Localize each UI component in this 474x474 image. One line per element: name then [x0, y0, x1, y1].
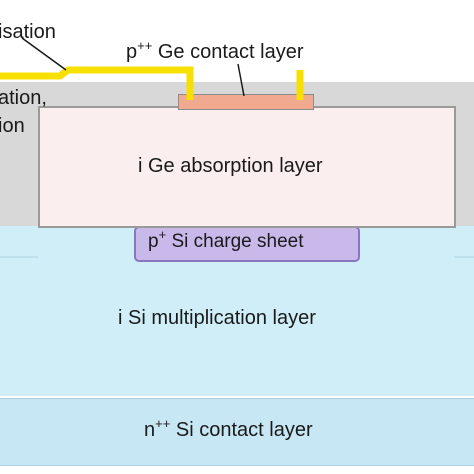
- ge-contact-label: p++ Ge contact layer: [126, 39, 304, 63]
- charge-sheet-label: p+ Si charge sheet: [148, 228, 304, 252]
- ge-contact-label-sup: ++: [137, 38, 153, 53]
- bottom-margin: [0, 466, 474, 474]
- multiplication-label: i Si multiplication layer: [118, 307, 316, 329]
- si-contact-label-text: Si contact layer: [170, 419, 313, 441]
- passivation-edge-right: [454, 256, 474, 258]
- ge-absorption-layer: [38, 106, 456, 228]
- ge-absorption-label: i Ge absorption layer: [138, 155, 323, 177]
- charge-sheet-label-base: p: [148, 231, 159, 252]
- metallisation-lines: [0, 37, 304, 100]
- charge-sheet-label-text: Si charge sheet: [166, 231, 304, 252]
- ge-contact-label-text: Ge contact layer: [152, 41, 304, 63]
- metal-track-left: [0, 66, 194, 100]
- metallisation-leader: [21, 37, 67, 71]
- charge-sheet-label-sup: +: [158, 227, 167, 242]
- si-contact-label-base: n: [144, 419, 156, 441]
- ge-contact-label-base: p: [126, 41, 138, 63]
- metallisation-label: isation: [0, 21, 56, 43]
- si-contact-label: n++ Si contact layer: [144, 417, 313, 441]
- ge-contact-leader: [237, 63, 245, 97]
- passivation-label-line2: ion: [0, 115, 25, 137]
- passivation-edge-left: [0, 256, 38, 258]
- si-contact-label-sup: ++: [155, 416, 171, 431]
- ge-contact-layer: [178, 94, 314, 110]
- si-contact-layer: [0, 398, 474, 466]
- passivation-label-line1: ation,: [0, 87, 47, 109]
